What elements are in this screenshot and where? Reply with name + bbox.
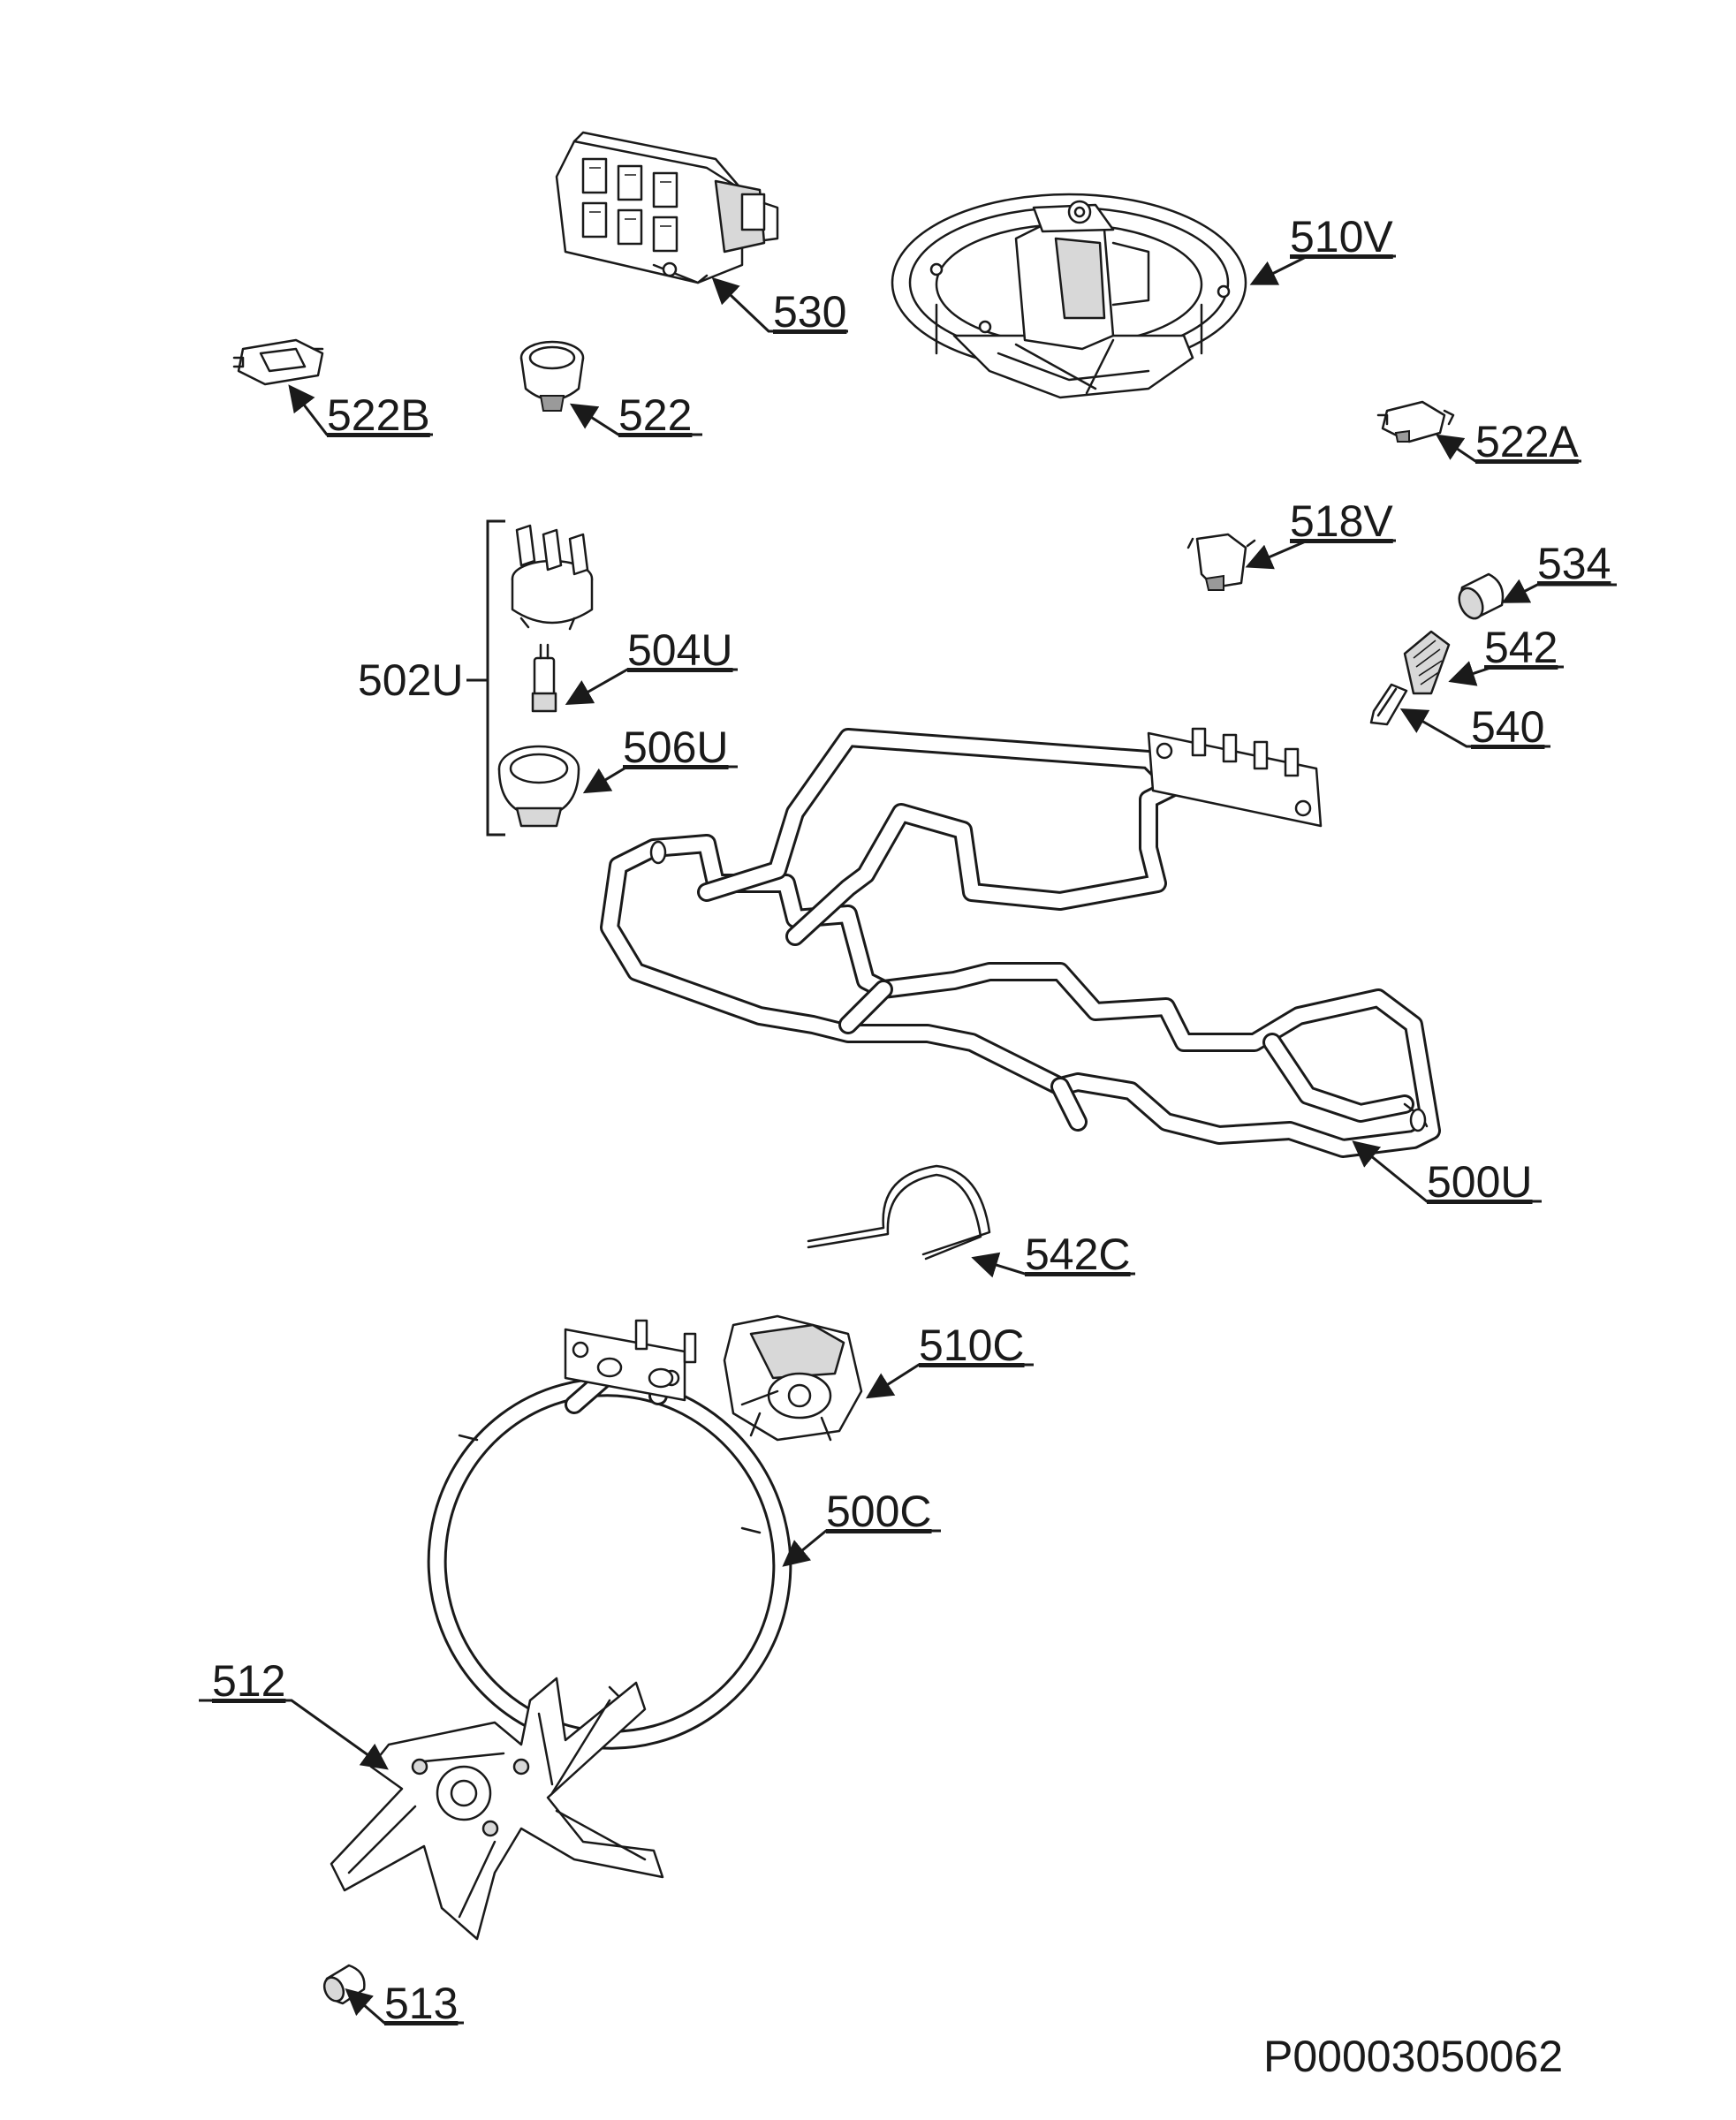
document-code: P00003050062 xyxy=(1263,2032,1563,2081)
part-542c-wire-clip[interactable] xyxy=(807,1164,991,1261)
label-522b: 522B xyxy=(327,390,430,440)
label-518v: 518V xyxy=(1290,496,1393,546)
part-542-seal[interactable] xyxy=(1403,630,1451,695)
label-522: 522 xyxy=(618,390,692,440)
part-502u-lamp-housing[interactable] xyxy=(511,524,594,631)
part-540-sensor[interactable] xyxy=(1369,683,1408,726)
label-542: 542 xyxy=(1484,623,1558,672)
label-504u: 504U xyxy=(627,625,733,675)
part-506u-lamp-glass[interactable] xyxy=(497,745,580,828)
part-510c-fan-motor[interactable] xyxy=(723,1314,863,1442)
label-500u: 500U xyxy=(1427,1157,1533,1207)
part-534-lamp-cover[interactable] xyxy=(1455,572,1505,622)
part-500u-top-heater[interactable] xyxy=(600,727,1441,1158)
part-518v-clip[interactable] xyxy=(1186,533,1256,591)
part-500c-ring-heater[interactable] xyxy=(398,1319,822,1779)
part-522b-bracket[interactable] xyxy=(232,338,324,386)
part-504u-lamp[interactable] xyxy=(531,643,557,713)
label-542c: 542C xyxy=(1025,1230,1131,1279)
part-512-fan-blade[interactable] xyxy=(330,1677,664,1941)
bracket-group-502u xyxy=(466,519,505,837)
part-522-lamp-holder[interactable] xyxy=(519,340,585,412)
label-530: 530 xyxy=(773,287,846,337)
label-540: 540 xyxy=(1471,702,1544,752)
label-534: 534 xyxy=(1537,539,1611,588)
part-522a-bracket[interactable] xyxy=(1376,400,1455,443)
label-513: 513 xyxy=(384,1979,458,2028)
label-502u: 502U xyxy=(358,655,464,705)
label-510v: 510V xyxy=(1290,212,1393,261)
label-506u: 506U xyxy=(623,723,729,772)
label-500c: 500C xyxy=(826,1487,932,1536)
label-522a: 522A xyxy=(1475,417,1579,466)
label-512: 512 xyxy=(212,1656,285,1706)
part-530-terminal-block[interactable] xyxy=(555,131,779,284)
part-510v-fan-motor[interactable] xyxy=(891,193,1247,399)
label-510c: 510C xyxy=(919,1321,1025,1370)
